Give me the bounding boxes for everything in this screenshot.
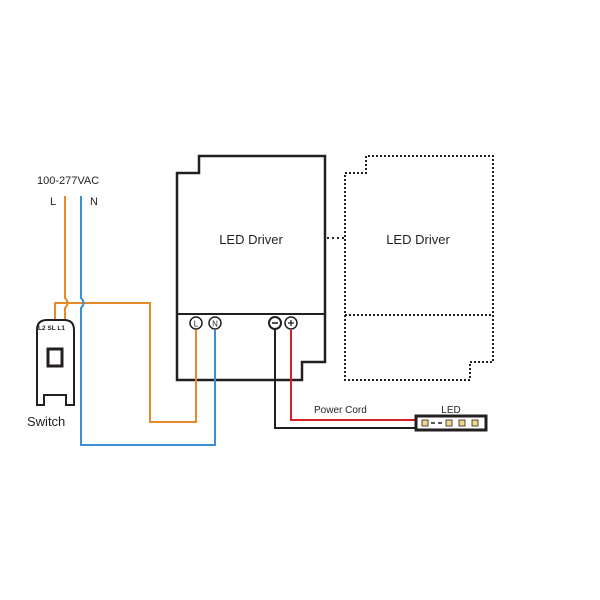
led-chip [421,419,429,427]
terminal-n-label: N [212,320,218,329]
led-driver-main [175,154,327,382]
driver-main-label: LED Driver [219,232,283,247]
driver-secondary-label: LED Driver [386,232,450,247]
line-label: L [50,196,56,208]
led-chip [471,419,479,427]
terminal-plus[interactable] [284,316,298,330]
negative-wire [274,330,418,429]
led-chip [458,419,466,427]
led-chip [445,419,453,427]
led-driver-secondary [344,155,494,381]
line-wire-switched [54,302,197,423]
led-strip [414,414,488,432]
terminal-l[interactable]: L [189,316,203,330]
voltage-label: 100-277VAC [37,175,99,187]
switch-terminals-label: L2 SL L1 [38,325,65,332]
led-label: LED [441,405,460,416]
line-wire-supply [64,196,69,320]
positive-wire [290,330,418,421]
terminal-minus[interactable] [268,316,282,330]
terminal-l-label: L [194,320,199,329]
power-cord-label: Power Cord [314,405,367,416]
neutral-label: N [90,196,98,208]
switch-toggle[interactable] [46,347,64,368]
switch-label: Switch [27,414,65,429]
terminal-n[interactable]: N [208,316,222,330]
plus-icon [288,320,294,326]
neutral-wire [80,196,216,446]
